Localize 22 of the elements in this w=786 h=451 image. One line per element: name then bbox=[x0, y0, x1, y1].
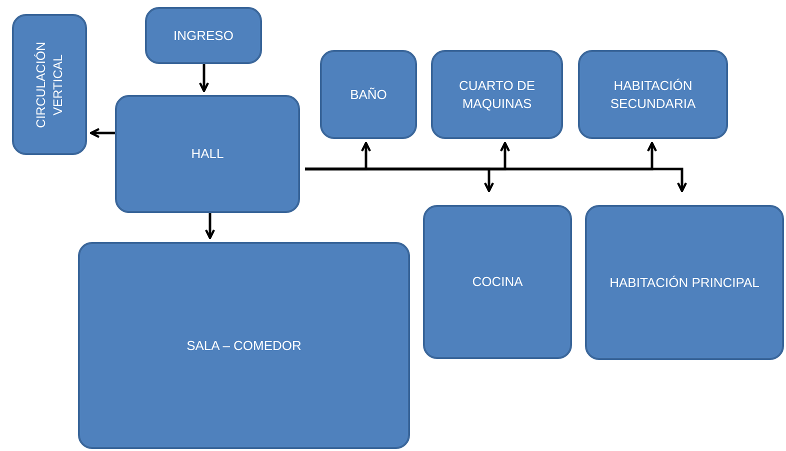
arrow bbox=[198, 64, 210, 92]
arrow bbox=[305, 168, 688, 192]
room-label: HALL bbox=[190, 145, 225, 163]
room-box bbox=[78, 242, 410, 449]
room-label: CIRCULACIÓN VERTICAL bbox=[32, 40, 66, 130]
room-box bbox=[145, 7, 262, 64]
room-box bbox=[585, 205, 784, 360]
room-box bbox=[578, 50, 728, 139]
room-box bbox=[320, 50, 417, 139]
room-box bbox=[423, 205, 572, 359]
room-box bbox=[12, 14, 87, 155]
room-label: HABITACIÓN PRINCIPAL bbox=[608, 274, 760, 292]
room-label: INGRESO bbox=[172, 26, 234, 44]
arrow bbox=[204, 213, 216, 240]
room-label: COCINA bbox=[471, 273, 524, 291]
room-box bbox=[115, 95, 300, 213]
room-label: HABITACIÓN SECUNDARIA bbox=[609, 76, 697, 112]
room-label: SALA – COMEDOR bbox=[186, 336, 302, 354]
arrow bbox=[90, 128, 115, 138]
room-box bbox=[431, 50, 563, 139]
room-label: BAÑO bbox=[349, 86, 388, 104]
room-label: CUARTO DE MAQUINAS bbox=[458, 76, 536, 112]
